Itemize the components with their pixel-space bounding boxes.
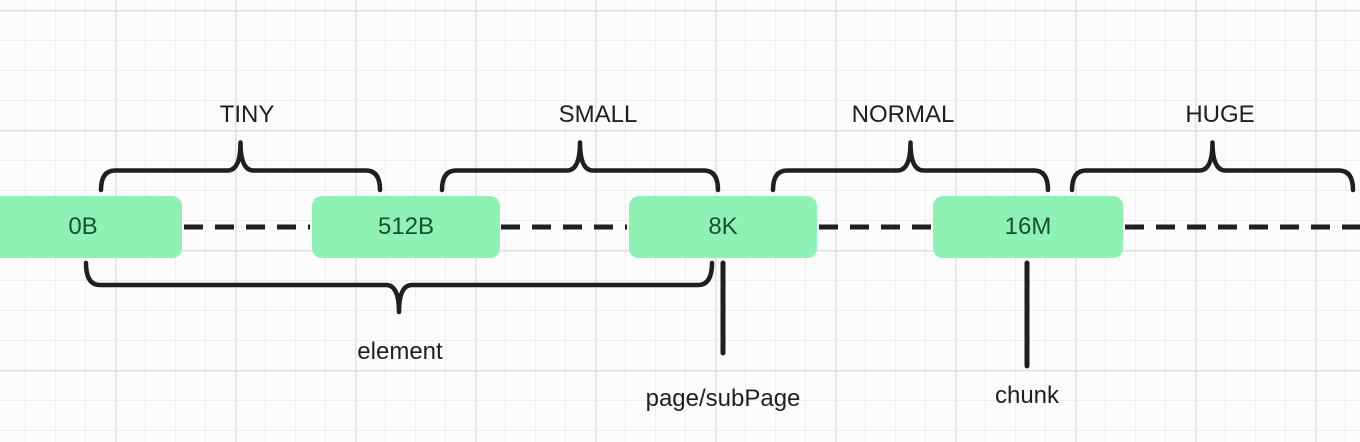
page-subpage-label: page/subPage [645,385,801,412]
brace-element [83,260,715,315]
size-class-label-tiny: TINY [219,101,275,128]
size-class-label-small: SMALL [558,101,638,128]
size-class-label-huge: HUGE [1185,101,1255,128]
element-label: element [357,338,443,365]
brace-normal [770,140,1051,193]
size-class-label-normal: NORMAL [851,101,955,128]
size-marker-8k: 8K [629,196,817,258]
chunk-label: chunk [994,382,1060,409]
size-marker-512b: 512B [312,196,500,258]
size-marker-16m: 16M [933,196,1123,258]
size-marker-512b-label: 512B [377,213,435,240]
brace-tiny [98,140,383,193]
size-marker-8k-label: 8K [708,213,738,240]
size-marker-0b-label: 0B [68,213,98,240]
size-marker-0b: 0B [0,196,182,258]
size-marker-16m-label: 16M [1004,213,1052,240]
brace-huge [1069,140,1356,193]
brace-small [439,140,721,193]
